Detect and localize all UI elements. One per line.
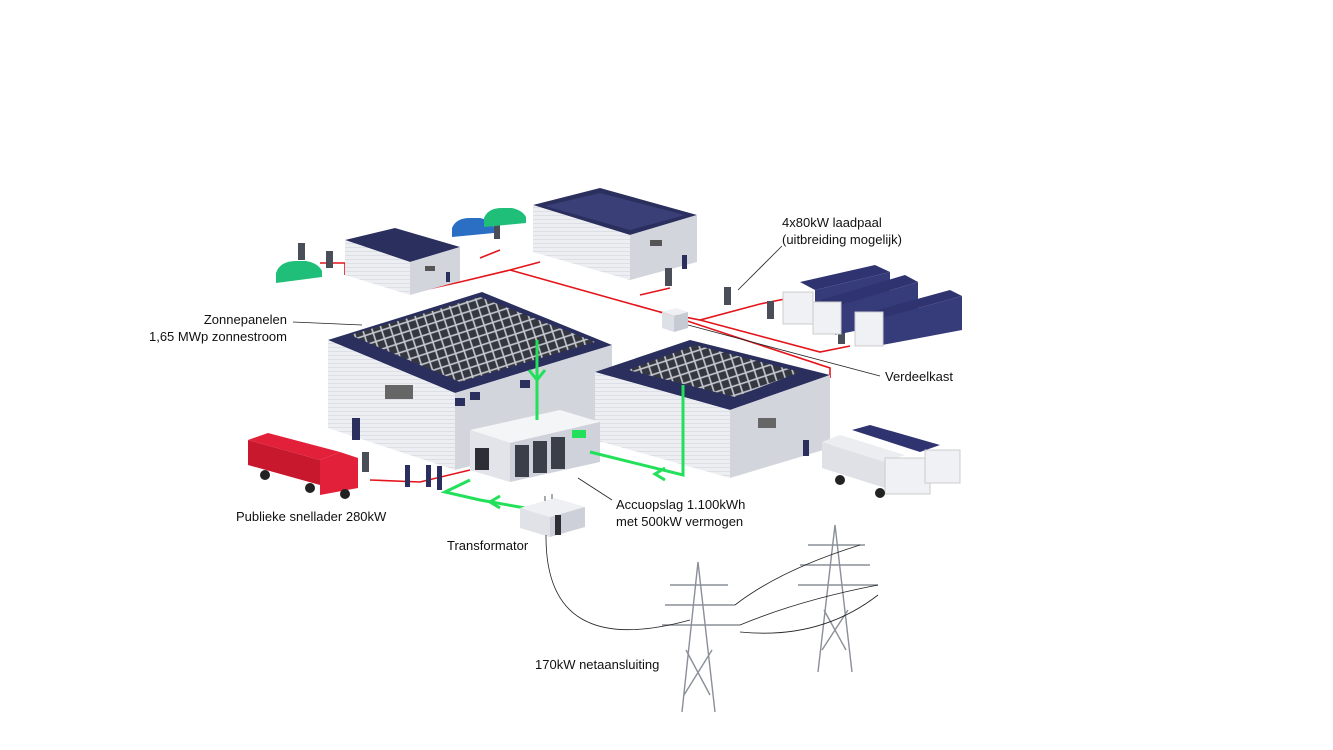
solar-label: Zonnepanelen	[204, 312, 287, 327]
grid-label: 170kW netaansluiting	[535, 657, 659, 672]
trucks-top-right	[782, 265, 962, 347]
transformer	[520, 494, 585, 537]
power-pylons	[545, 524, 879, 713]
people	[405, 465, 442, 490]
distribution-label: Verdeelkast	[885, 369, 953, 384]
distribution-cabinet	[662, 308, 688, 332]
transformer-label: Transformator	[447, 538, 529, 553]
red-truck	[248, 433, 358, 499]
charging-posts	[298, 223, 845, 472]
side-building	[595, 340, 830, 478]
chargers-note-label: (uitbreiding mogelijk)	[782, 232, 902, 247]
battery-storage	[470, 410, 600, 482]
leader-lines	[292, 245, 881, 501]
solar-panels-main	[350, 297, 595, 382]
solar-panels-side	[628, 345, 800, 397]
fast-charger-label: Publieke snellader 280kW	[236, 509, 387, 524]
building-warehouse	[533, 188, 697, 280]
chargers-label: 4x80kW laadpaal	[782, 215, 882, 230]
battery-label: Accuopslag 1.100kWh	[616, 497, 745, 512]
trucks-bottom-right	[822, 425, 961, 498]
energy-flows	[440, 340, 685, 510]
labels: Zonnepanelen 1,65 MWp zonnestroom 4x80kW…	[149, 215, 953, 672]
battery-power-label: met 500kW vermogen	[616, 514, 743, 529]
solar-value-label: 1,65 MWp zonnestroom	[149, 329, 287, 344]
cars	[276, 208, 526, 283]
building-small	[345, 228, 460, 295]
